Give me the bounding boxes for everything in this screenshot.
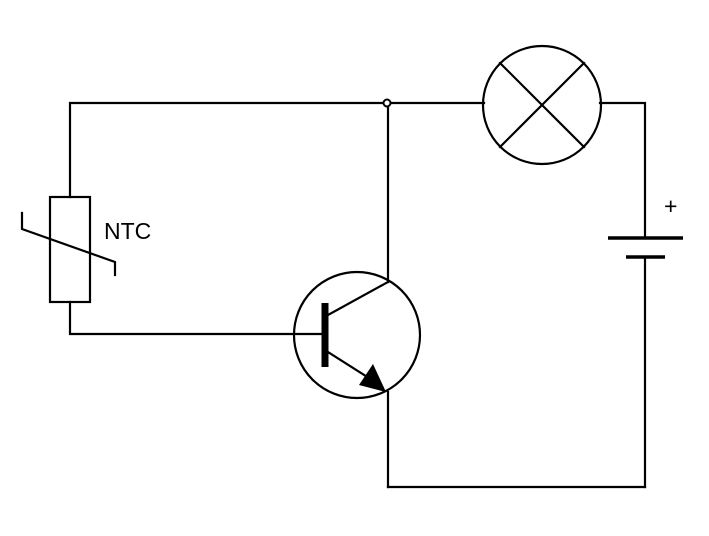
wire-lamp-to-battery bbox=[598, 101, 647, 238]
transistor-collector-lead bbox=[326, 280, 390, 317]
transistor-emitter-arrow bbox=[359, 364, 386, 392]
battery: + bbox=[608, 193, 683, 259]
wires bbox=[68, 98, 647, 489]
thermistor-body bbox=[48, 195, 92, 304]
battery-polarity-label: + bbox=[664, 193, 677, 219]
ntc-thermistor: NTC bbox=[20, 195, 151, 304]
junction-dot bbox=[382, 98, 392, 108]
npn-transistor bbox=[292, 270, 422, 400]
transistor-emitter-lead bbox=[326, 350, 374, 382]
lamp bbox=[481, 44, 603, 166]
wire-thermistor-to-base bbox=[68, 300, 325, 336]
lamp-cross-line-2 bbox=[498, 61, 586, 149]
thermistor-slash bbox=[20, 211, 117, 277]
transistor-circle bbox=[292, 270, 422, 400]
wire-top bbox=[68, 101, 486, 199]
lamp-circle bbox=[481, 44, 603, 166]
thermistor-label: NTC bbox=[104, 218, 151, 244]
